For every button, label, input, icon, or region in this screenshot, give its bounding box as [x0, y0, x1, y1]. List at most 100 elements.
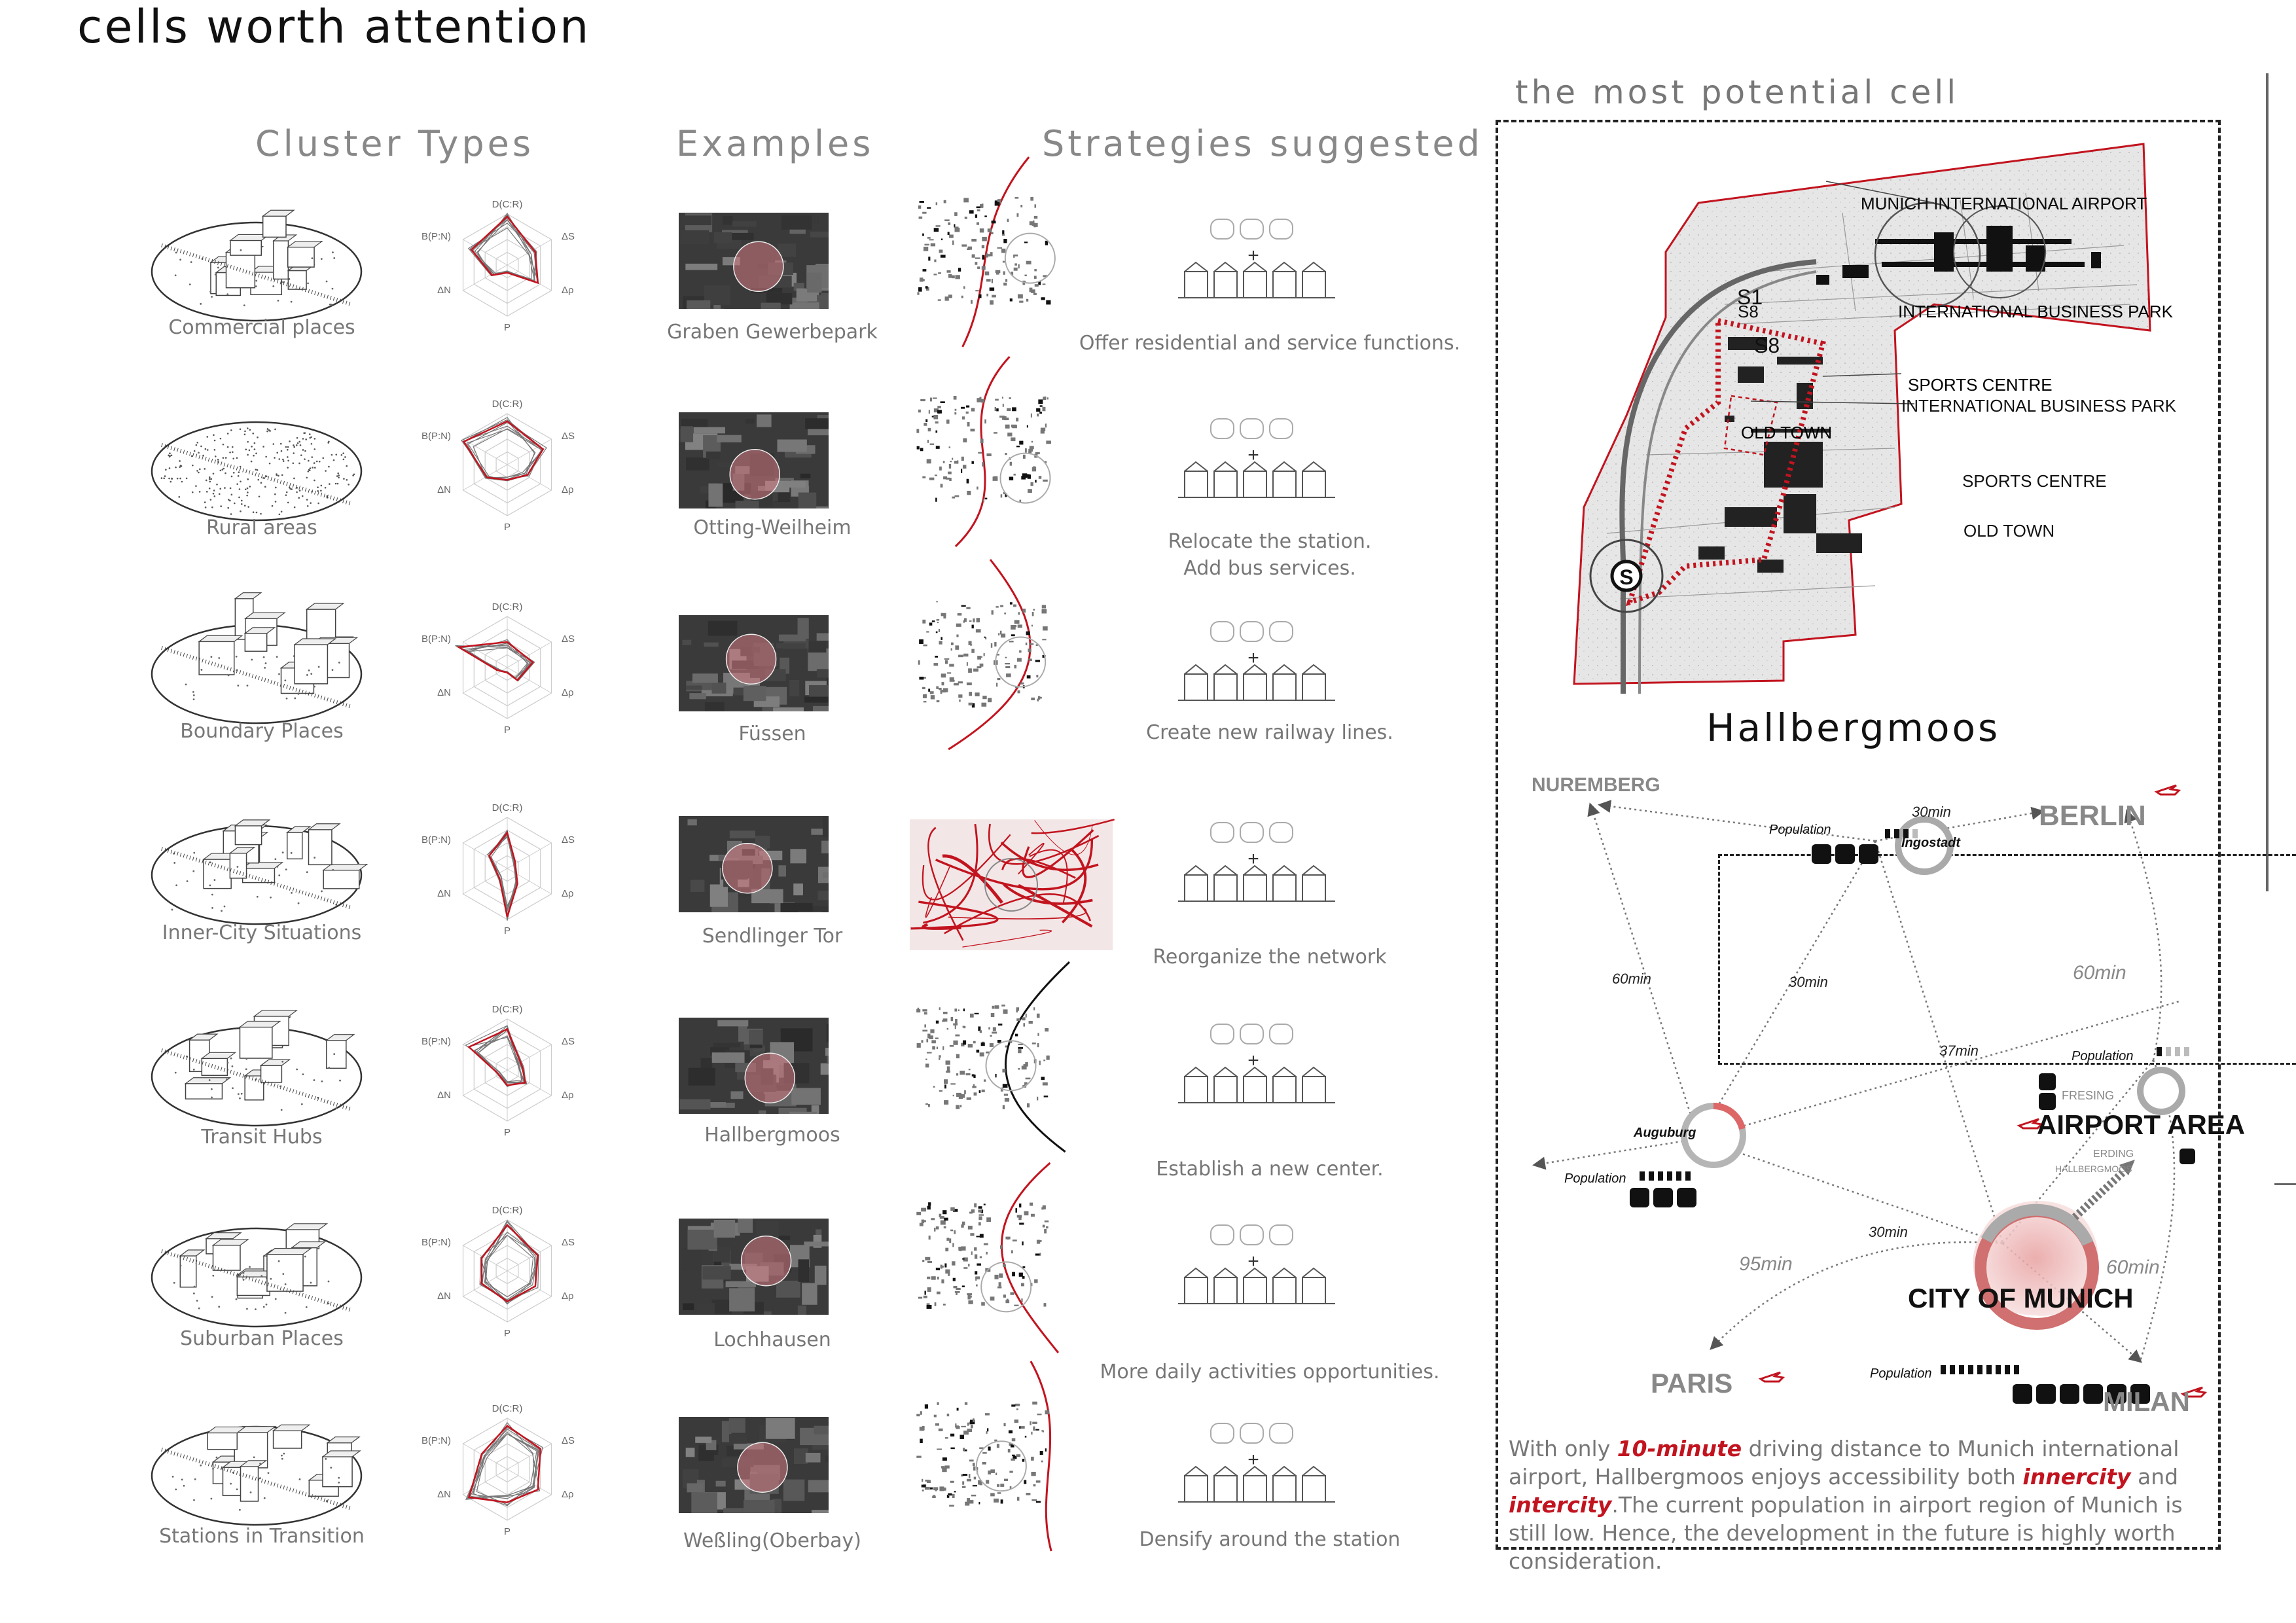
radar-axis-label: Δρ [562, 484, 574, 495]
label-erding: ERDING [2093, 1149, 2134, 1160]
network-diagram [1532, 784, 2208, 1404]
strategy-icon: + [1178, 418, 1335, 498]
panel-title: the most potential cell [1515, 73, 1960, 111]
label-hallbergmoos-small: HALLBERGMOOS [2055, 1164, 2132, 1174]
radar-axis-label: B(P:N) [422, 1036, 451, 1047]
time-munich-milan: 60min [2106, 1257, 2160, 1278]
column-head-examples: Examples [676, 123, 874, 164]
strategy-line: More daily activities opportunities. [1100, 1361, 1440, 1383]
radar-axis-label: B(P:N) [422, 633, 451, 645]
strategy-line: Establish a new center. [1156, 1158, 1384, 1181]
strategy-icon: + [1178, 219, 1335, 298]
example-aerial-photo [679, 213, 829, 309]
cluster-label: Commercial places [168, 316, 355, 339]
label-airport-area: AIRPORT AREA [2037, 1109, 2246, 1140]
label-s8: S8 [1738, 302, 1759, 321]
example-label: Füssen [738, 722, 806, 745]
radar-axis-label: B(P:N) [422, 231, 451, 242]
strategy-icon: + [1178, 621, 1335, 701]
strategy-label: Offer residential and service functions. [1073, 330, 1466, 357]
radar-axis-label: ΔN [437, 1291, 451, 1302]
example-aerial-photo [679, 1417, 829, 1513]
description-text: With only 10-minute driving distance to … [1509, 1436, 2183, 1574]
strategy-icon: + [1178, 1423, 1335, 1503]
population-augsburg: Population [1564, 1171, 1626, 1186]
column-head-cluster-types: Cluster Types [255, 123, 534, 164]
example-aerial-photo [679, 1018, 829, 1114]
example-label: Otting-Weilheim [693, 516, 852, 539]
city-paris: PARIS [1651, 1368, 1733, 1399]
strategy-line: Densify around the station [1139, 1528, 1401, 1551]
label-s1: S1 [1737, 285, 1763, 309]
radar-axis-label: ΔS [562, 1237, 575, 1248]
radar-axis-label: ΔS [562, 1036, 575, 1047]
radar-axis-label: B(P:N) [422, 834, 451, 846]
time-ingolstadt-munich: 37min [1939, 1043, 1979, 1059]
svg-text:+: + [1247, 1050, 1259, 1071]
example-aerial-photo [679, 615, 829, 711]
strategy-line: Offer residential and service functions. [1079, 332, 1461, 355]
radar-axis-label: Δρ [562, 687, 574, 698]
node-label-augsburg: Auguburg [1634, 1126, 1696, 1140]
strategy-line: Relocate the station. [1168, 530, 1372, 553]
radar-axis-label: ΔN [437, 285, 451, 296]
cluster-label: Stations in Transition [159, 1525, 365, 1548]
station-map [910, 818, 1115, 950]
svg-text:+: + [1247, 848, 1259, 870]
radar-axis-label: D(C:R) [492, 802, 523, 813]
station-map [916, 1162, 1060, 1353]
cell-name: Hallbergmoos [1706, 705, 2001, 750]
radar-axis-label: Δρ [562, 1489, 574, 1500]
time-ingolstadt-berlin: 30min [1912, 804, 1951, 820]
radar-axis-label: ΔN [437, 687, 451, 698]
page-edge-line [2266, 73, 2269, 891]
airport-circle [1874, 202, 1981, 309]
time-airport-berlin: 60min [2073, 962, 2126, 984]
radar-axis-label: ΔS [562, 834, 575, 846]
potential-cell-frame [1496, 120, 2221, 1550]
label-sports: SPORTS CENTRE [1908, 375, 2053, 395]
radar-axis-label: ΔS [562, 1435, 575, 1446]
example-aerial-photo [679, 1219, 829, 1315]
cluster-illustration [151, 592, 363, 724]
label-old-town: OLD TOWN [1964, 521, 2055, 541]
node-airport [2137, 1067, 2185, 1115]
cluster-illustration [151, 421, 363, 522]
radar-axis-label: P [504, 1328, 511, 1339]
strategy-label: Reorganize the network [1073, 944, 1466, 971]
page-title: cells worth attention [77, 0, 591, 54]
radar-axis-label: ΔS [562, 431, 575, 442]
radar-axis-label: Δρ [562, 285, 574, 296]
strategy-line: Reorganize the network [1153, 946, 1387, 969]
radar-axis-label: ΔN [437, 1090, 451, 1101]
station-circle [1589, 539, 1664, 613]
time-augsburg-munich: 30min [1869, 1224, 1908, 1240]
node-ingolstadt [1895, 816, 1954, 875]
facility-icons [1630, 844, 2195, 1404]
cluster-label: Suburban Places [180, 1327, 344, 1350]
s-bahn-icon [1610, 560, 1643, 592]
radar-axis-label: D(C:R) [492, 1004, 523, 1015]
population-munich: Population [1870, 1366, 1932, 1381]
strategy-icon: + [1178, 1224, 1335, 1304]
strategy-label: Create new railway lines. [1073, 720, 1466, 747]
radar-axis-label: Δρ [562, 888, 574, 899]
strategy-icon: + [1178, 1024, 1335, 1103]
svg-text:+: + [1247, 245, 1259, 266]
population-airport: Population [2072, 1049, 2134, 1063]
cluster-illustration [151, 209, 363, 322]
radar-axis-label: P [504, 1526, 511, 1537]
svg-text:S: S [1619, 565, 1633, 589]
example-label: Sendlinger Tor [702, 925, 843, 948]
label-city-of-munich: CITY OF MUNICH [1908, 1283, 2134, 1313]
strategy-line: Add bus services. [1183, 556, 1356, 580]
cluster-illustration [151, 1424, 363, 1526]
label-s8: S8 [1754, 334, 1780, 357]
time-munich-paris: 95min [1739, 1253, 1793, 1275]
airport-region-frame [1718, 854, 2296, 1065]
